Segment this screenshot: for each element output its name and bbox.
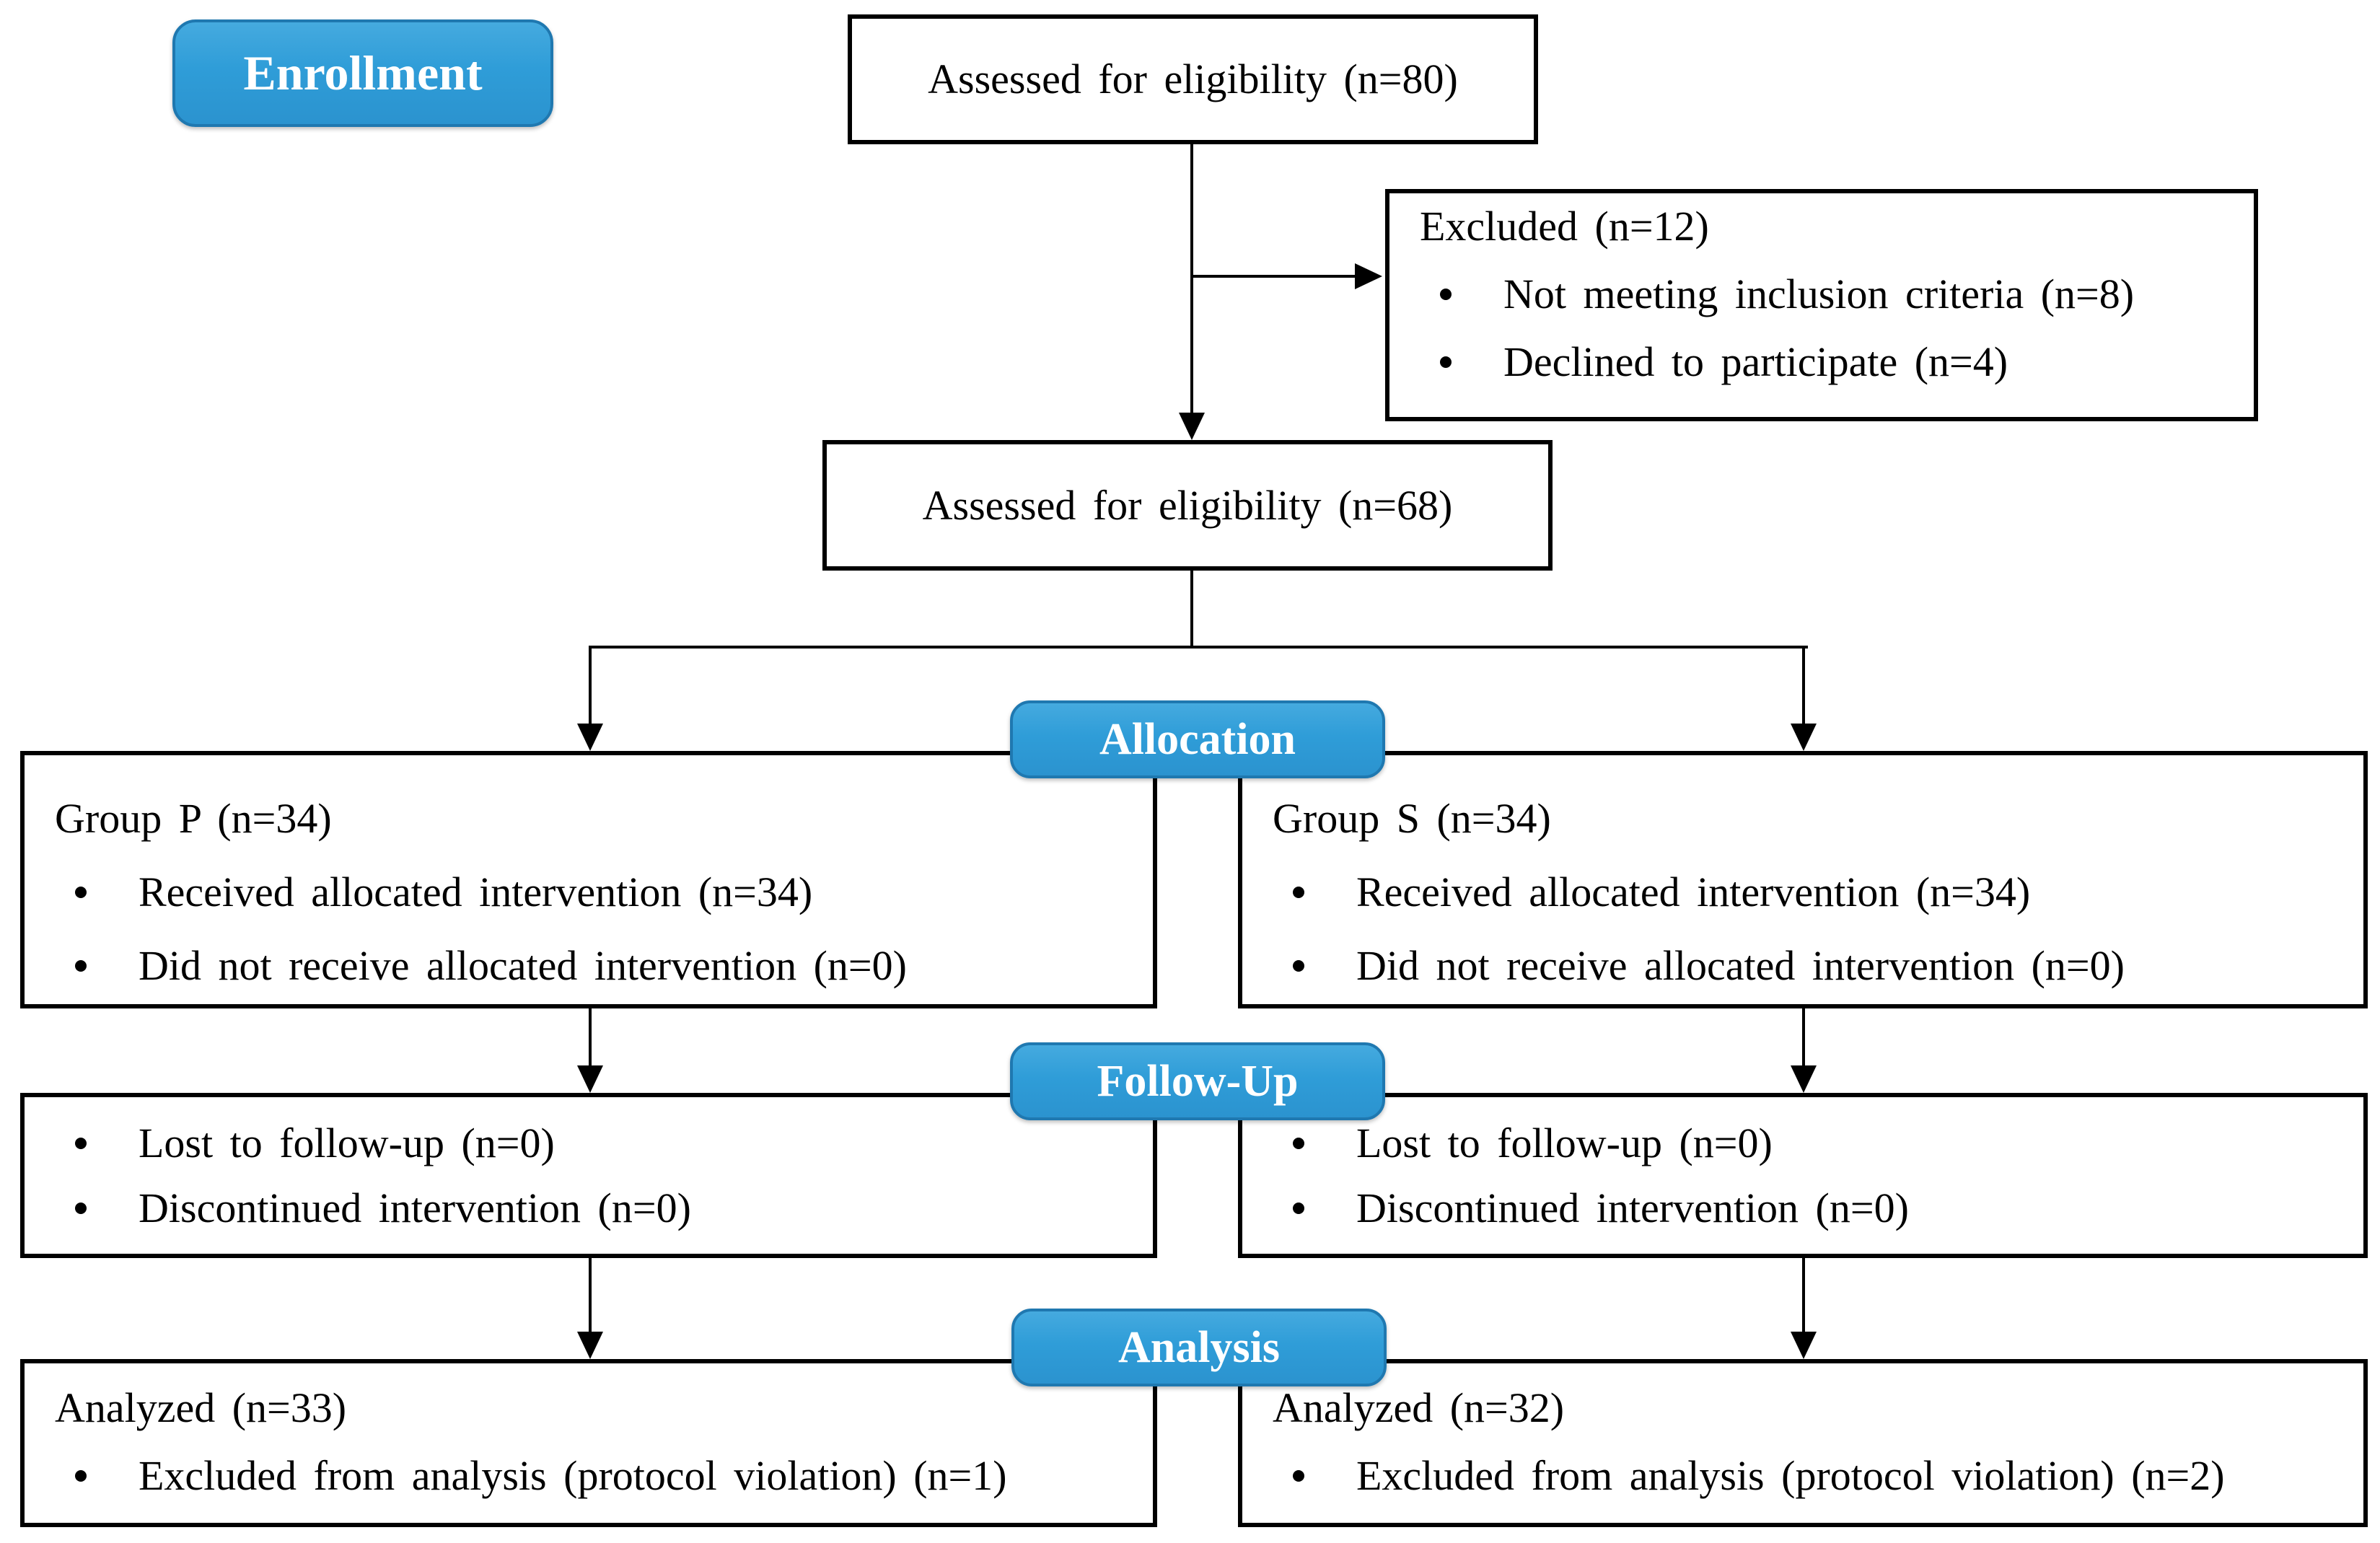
bullet-dot [1440,289,1452,300]
arrowhead-into-group-p [577,724,603,751]
arrowhead-into-group-s [1791,724,1817,751]
stage-badge-allocation: Allocation [1010,700,1385,778]
connector-left-allocation-line [589,646,592,726]
group-p-bullet-1: Received allocated intervention (n=34) [49,866,1131,918]
group-s-bullet-2-text: Did not receive allocated intervention (… [1356,942,2125,989]
followup-right-bullet-1-text: Lost to follow-up (n=0) [1356,1120,1773,1166]
connector-right-followup-line [1802,1007,1805,1068]
group-s-bullet-1-text: Received allocated intervention (n=34) [1356,869,2031,915]
arrowhead-into-followup-right [1791,1065,1817,1093]
analysis-right-bullet-1-text: Excluded from analysis (protocol violati… [1356,1452,2225,1499]
group-p-title: Group P (n=34) [55,795,332,842]
arrowhead-into-analysis-left [577,1332,603,1359]
followup-left-bullet-1-text: Lost to follow-up (n=0) [139,1120,555,1166]
assessed-eligibility-68-text: Assessed for eligibility (n=68) [922,481,1453,529]
assessed-eligibility-80-box: Assessed for eligibility (n=80) [848,14,1538,144]
group-s-box: Group S (n=34) Received allocated interv… [1238,751,2368,1008]
group-p-bullet-2-text: Did not receive allocated intervention (… [139,942,907,989]
connector-right-allocation-line [1802,646,1805,726]
excluded-bullet-1: Not meeting inclusion criteria (n=8) [1414,268,2232,320]
arrowhead-into-excluded [1355,263,1382,289]
bullet-dot [1293,1138,1304,1149]
followup-left-bullet-1: Lost to follow-up (n=0) [49,1117,1131,1169]
excluded-bullet-1-text: Not meeting inclusion criteria (n=8) [1503,271,2135,317]
connector-right-analysis-line [1802,1257,1805,1333]
connector-assessed80-down-line [1190,143,1193,418]
analysis-left-bullet-1: Excluded from analysis (protocol violati… [49,1450,1131,1502]
connector-left-analysis-line [589,1257,592,1333]
bullet-dot [1293,960,1304,972]
connector-assessed68-down-line [1190,569,1193,649]
bullet-dot [1293,1203,1304,1214]
arrowhead-into-followup-left [577,1065,603,1093]
arrowhead-into-assessed68 [1179,413,1205,440]
bullet-dot [75,1203,87,1214]
arrowhead-into-analysis-right [1791,1332,1817,1359]
followup-right-bullet-2: Discontinued intervention (n=0) [1267,1182,2342,1234]
excluded-box: Excluded (n=12) Not meeting inclusion cr… [1385,189,2258,421]
excluded-title: Excluded (n=12) [1420,203,1709,250]
group-p-bullet-2: Did not receive allocated intervention (… [49,940,1131,992]
stage-badge-analysis-label: Analysis [1118,1322,1280,1372]
bullet-dot [75,887,87,898]
followup-left-bullet-2-text: Discontinued intervention (n=0) [139,1184,691,1231]
analysis-left-title: Analyzed (n=33) [55,1384,347,1431]
assessed-eligibility-68-box: Assessed for eligibility (n=68) [822,440,1553,571]
followup-left-box: Lost to follow-up (n=0) Discontinued int… [20,1093,1157,1258]
stage-badge-followup: Follow-Up [1010,1042,1385,1120]
analysis-right-box: Analyzed (n=32) Excluded from analysis (… [1238,1359,2368,1527]
bullet-dot [1440,356,1452,368]
stage-badge-analysis: Analysis [1011,1309,1387,1386]
bullet-dot [75,1138,87,1149]
followup-left-bullet-2: Discontinued intervention (n=0) [49,1182,1131,1234]
connector-excluded-branch-line [1190,275,1358,278]
connector-left-followup-line [589,1007,592,1068]
analysis-left-bullet-1-text: Excluded from analysis (protocol violati… [139,1452,1007,1499]
bullet-dot [1293,1470,1304,1482]
followup-right-bullet-1: Lost to follow-up (n=0) [1267,1117,2342,1169]
analysis-right-title: Analyzed (n=32) [1273,1384,1565,1431]
excluded-bullet-2-text: Declined to participate (n=4) [1503,338,2008,385]
stage-badge-followup-label: Follow-Up [1097,1056,1299,1106]
group-p-bullet-1-text: Received allocated intervention (n=34) [139,869,813,915]
followup-right-box: Lost to follow-up (n=0) Discontinued int… [1238,1093,2368,1258]
group-s-title: Group S (n=34) [1273,795,1551,842]
bullet-dot [1293,887,1304,898]
assessed-eligibility-80-text: Assessed for eligibility (n=80) [928,56,1458,102]
stage-badge-enrollment-label: Enrollment [243,45,483,100]
group-p-box: Group P (n=34) Received allocated interv… [20,751,1157,1008]
analysis-left-box: Analyzed (n=33) Excluded from analysis (… [20,1359,1157,1527]
analysis-right-bullet-1: Excluded from analysis (protocol violati… [1267,1450,2342,1502]
stage-badge-enrollment: Enrollment [172,19,553,127]
group-s-bullet-1: Received allocated intervention (n=34) [1267,866,2342,918]
connector-split-horizontal-line [589,646,1808,649]
bullet-dot [75,960,87,972]
excluded-bullet-2: Declined to participate (n=4) [1414,336,2232,388]
bullet-dot [75,1470,87,1482]
group-s-bullet-2: Did not receive allocated intervention (… [1267,940,2342,992]
stage-badge-allocation-label: Allocation [1099,714,1296,764]
followup-right-bullet-2-text: Discontinued intervention (n=0) [1356,1184,1909,1231]
